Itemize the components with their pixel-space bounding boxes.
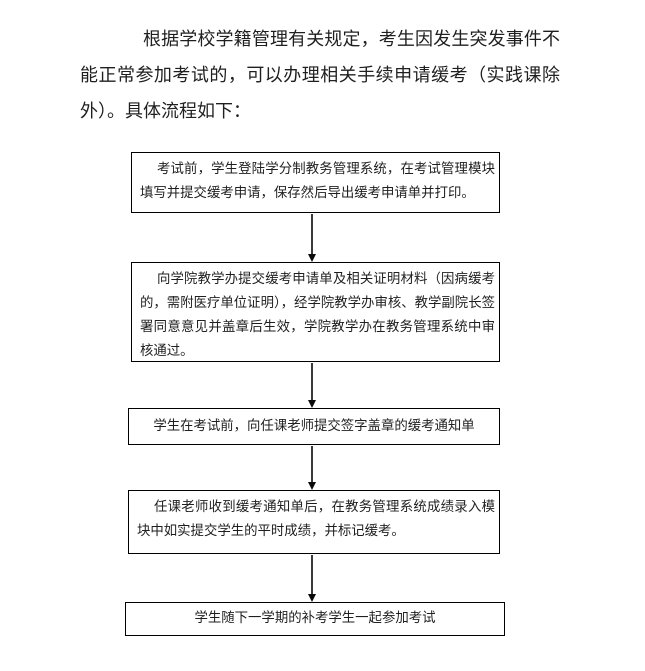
- arrow-head-icon: [307, 594, 316, 602]
- arrow-shaft: [311, 446, 313, 487]
- flow-step-3: 学生在考试前，向任课老师提交签字盖章的缓考通知单: [128, 408, 500, 445]
- flow-step-2: 向学院教学办提交缓考申请单及相关证明材料（因病缓考的，需附医疗单位证明），经学院…: [131, 262, 500, 362]
- arrow-head-icon: [307, 482, 316, 490]
- flow-step-1-text: 考试前，学生登陆学分制教务管理系统，在考试管理模块填写并提交缓考申请，保存然后导…: [140, 162, 495, 201]
- arrow-head-icon: [307, 254, 316, 262]
- down-arrow-connector-4: [307, 555, 317, 602]
- arrow-shaft: [311, 214, 313, 259]
- down-arrow-connector-2: [307, 363, 317, 408]
- arrow-shaft: [311, 363, 313, 405]
- arrow-head-icon: [307, 400, 316, 408]
- flow-step-3-text: 学生在考试前，向任课老师提交签字盖章的缓考通知单: [153, 418, 475, 434]
- flow-step-2-text: 向学院教学办提交缓考申请单及相关证明材料（因病缓考的，需附医疗单位证明），经学院…: [140, 272, 495, 359]
- flow-step-5-text: 学生随下一学期的补考学生一起参加考试: [194, 611, 436, 626]
- flow-step-4-text: 任课老师收到缓考通知单后，在教务管理系统成绩录入模块中如实提交学生的平时成绩，并…: [137, 500, 495, 539]
- flow-step-5: 学生随下一学期的补考学生一起参加考试: [125, 602, 505, 636]
- flow-step-4: 任课老师收到缓考通知单后，在教务管理系统成绩录入模块中如实提交学生的平时成绩，并…: [128, 490, 500, 554]
- flow-step-1: 考试前，学生登陆学分制教务管理系统，在考试管理模块填写并提交缓考申请，保存然后导…: [131, 152, 500, 213]
- intro-paragraph: 根据学校学籍管理有关规定，考生因发生突发事件不能正常参加考试的，可以办理相关手续…: [80, 29, 560, 122]
- arrow-shaft: [311, 555, 313, 599]
- down-arrow-connector-3: [307, 446, 317, 490]
- down-arrow-connector-1: [307, 214, 317, 262]
